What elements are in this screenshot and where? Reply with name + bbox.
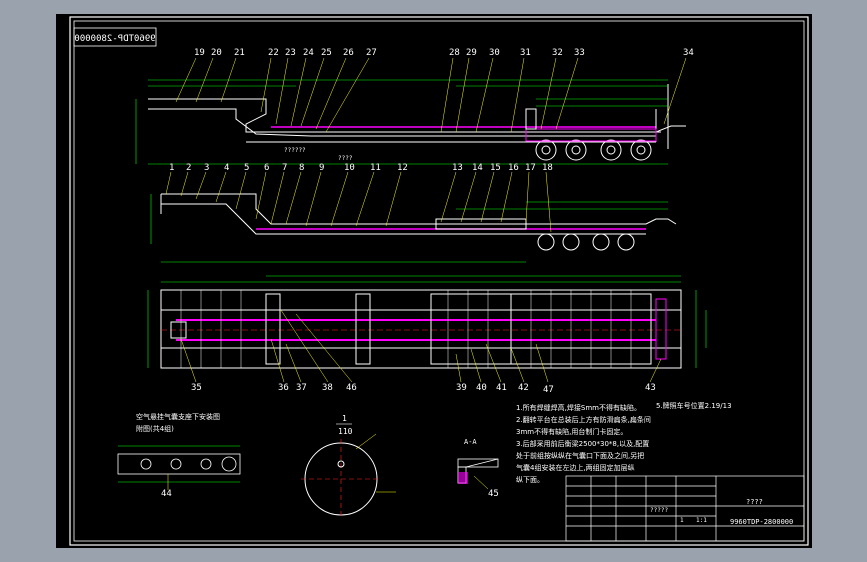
title-block-cell-3: 1:1 <box>696 517 707 524</box>
callout-3: 3 <box>204 163 209 173</box>
detail-44: 空气悬挂气囊支座下安装图 附图(共4组) 44 <box>117 412 241 499</box>
side-view-mid-dims <box>150 194 668 263</box>
side-view-top-leaders <box>175 57 687 133</box>
callout-35: 35 <box>191 383 202 393</box>
callout-18: 18 <box>542 163 553 173</box>
callout-26: 26 <box>343 48 354 58</box>
callout-25: 25 <box>321 48 332 58</box>
callout-2: 2 <box>186 163 191 173</box>
detail-circle-bottom: 110 <box>338 427 353 436</box>
callout-1: 1 <box>169 163 174 173</box>
drawing-code-mirrored: 9960TDP-2800000 <box>74 34 155 44</box>
callout-42: 42 <box>518 383 529 393</box>
callout-8: 8 <box>299 163 304 173</box>
tech-note-6: 气囊4组安装在左边上,两组固定加层纵 <box>516 463 635 472</box>
callout-32: 32 <box>552 48 563 58</box>
callout-6: 6 <box>264 163 269 173</box>
callout-27: 27 <box>366 48 377 58</box>
inner-border <box>73 20 805 542</box>
callout-31: 31 <box>520 48 531 58</box>
callout-33: 33 <box>574 48 585 58</box>
tech-note-4: 3.后部采用前后衡梁2500*30*8,以及,配置 <box>516 439 649 448</box>
title-block <box>565 475 805 542</box>
callout-29: 29 <box>466 48 477 58</box>
side-view-top-dims <box>135 79 668 165</box>
callout-23: 23 <box>285 48 296 58</box>
cad-drawing: 9960TDP-2800000 <box>69 16 809 546</box>
side-view-top-note2: ???? <box>338 155 353 162</box>
callout-12: 12 <box>397 163 408 173</box>
outer-border <box>69 16 809 546</box>
side-view-top-labels: 19 20 21 22 23 24 25 26 27 28 29 30 31 3… <box>194 48 694 162</box>
callout-40: 40 <box>476 383 487 393</box>
side-view-mid-labels: 1 2 3 4 5 6 7 8 9 10 11 12 13 14 15 16 1… <box>169 163 553 173</box>
callout-28: 28 <box>449 48 460 58</box>
detail-circle: 1 110 <box>301 414 396 519</box>
callout-17: 17 <box>525 163 536 173</box>
callout-36: 36 <box>278 383 289 393</box>
drawing-sheet[interactable]: 9960TDP-2800000 <box>56 14 812 548</box>
tech-notes: 1.所有焊缝焊高,焊接Smm不得有缺陷。 2.翻转平台在总装后上方有防滑扁条,扁… <box>516 401 732 484</box>
callout-21: 21 <box>234 48 245 58</box>
callout-16: 16 <box>508 163 519 173</box>
callout-14: 14 <box>472 163 483 173</box>
drawing-code-box: 9960TDP-2800000 <box>73 27 157 47</box>
callout-5: 5 <box>244 163 249 173</box>
detail-44-title-1: 空气悬挂气囊支座下安装图 <box>136 412 220 421</box>
side-view-top <box>148 84 686 161</box>
callout-11: 11 <box>370 163 381 173</box>
callout-37: 37 <box>296 383 307 393</box>
detail-45-section: A-A <box>464 438 477 446</box>
callout-13: 13 <box>452 163 463 173</box>
callout-9: 9 <box>319 163 324 173</box>
plan-view <box>160 289 682 369</box>
callout-15: 15 <box>490 163 501 173</box>
callout-20: 20 <box>211 48 222 58</box>
callout-39: 39 <box>456 383 467 393</box>
callout-22: 22 <box>268 48 279 58</box>
tech-note-7: 纵下面。 <box>516 476 544 484</box>
callout-19: 19 <box>194 48 205 58</box>
tech-note-right: 5.牌照车号位置2.19/13 <box>656 401 732 410</box>
callout-41: 41 <box>496 383 507 393</box>
title-block-cell-1: ????? <box>650 507 668 514</box>
plan-view-dims <box>147 275 707 368</box>
callout-24: 24 <box>303 48 314 58</box>
callout-43: 43 <box>645 383 656 393</box>
callout-30: 30 <box>489 48 500 58</box>
title-block-name: ???? <box>746 498 763 506</box>
detail-circle-top: 1 <box>342 414 347 423</box>
side-view-top-note: ?????? <box>284 147 306 154</box>
callout-47: 47 <box>543 385 554 395</box>
drawing-code: 9960TDP-2800000 <box>730 518 793 526</box>
title-block-text: ???? ????? 1 1:1 9960TDP-2800000 <box>650 498 793 526</box>
callout-4: 4 <box>224 163 229 173</box>
tech-note-1: 1.所有焊缝焊高,焊接Smm不得有缺陷。 <box>516 403 641 412</box>
tech-note-2: 2.翻转平台在总装后上方有防滑扁条,扁条间 <box>516 415 651 424</box>
tech-note-5: 处于前组按纵纵在气囊口下面及之间,另把 <box>516 451 644 460</box>
callout-34: 34 <box>683 48 694 58</box>
plan-view-labels: 35 36 37 38 46 39 40 41 42 47 43 <box>191 383 656 395</box>
tech-note-3: 3mm不得有缺陷,用台制门卡固定。 <box>516 427 627 436</box>
title-block-cell-2: 1 <box>680 517 684 524</box>
side-view-mid-leaders <box>165 171 552 233</box>
detail-45: A-A 45 <box>457 438 499 499</box>
side-view-mid <box>160 193 677 251</box>
callout-10: 10 <box>344 163 355 173</box>
plan-view-leaders <box>180 309 662 383</box>
detail-45-label: 45 <box>488 489 499 499</box>
callout-7: 7 <box>282 163 287 173</box>
detail-44-title-2: 附图(共4组) <box>136 424 174 433</box>
callout-46: 46 <box>346 383 357 393</box>
plan-view-grid <box>180 290 632 368</box>
callout-38: 38 <box>322 383 333 393</box>
detail-44-label: 44 <box>161 489 172 499</box>
